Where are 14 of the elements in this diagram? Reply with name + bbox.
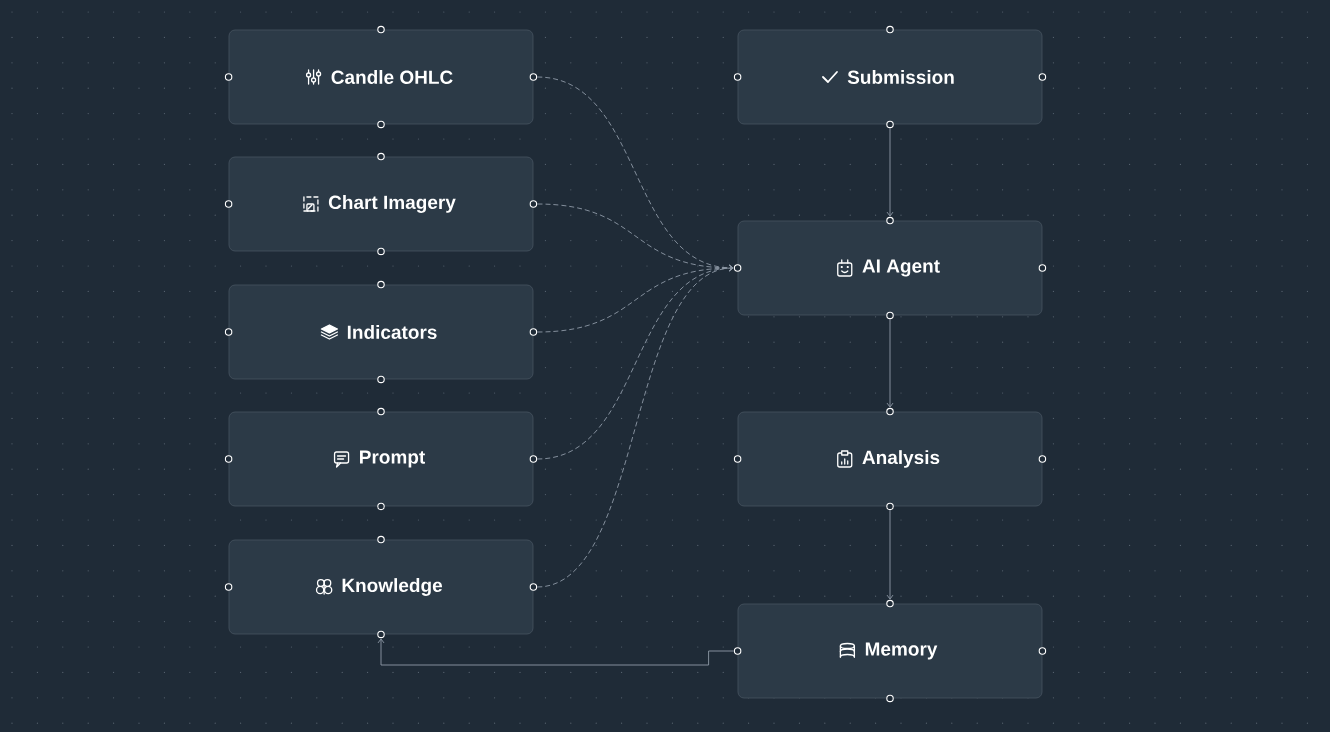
process-box: Prompt: [224, 407, 538, 511]
process-box: AI Agent: [733, 216, 1047, 320]
connector-arrow: [886, 509, 894, 600]
connector-arrow: [536, 264, 734, 588]
process-box: Analysis: [733, 407, 1047, 511]
connector-arrow: [886, 318, 894, 408]
process-box: Memory: [733, 599, 1047, 703]
process-box: Submission: [733, 25, 1047, 129]
connector-arrow: [377, 638, 735, 666]
process-box: Candle OHLC: [224, 25, 538, 129]
connector-arrow: [886, 127, 894, 217]
process-box: Indicators: [224, 280, 538, 384]
process-box: Chart Imagery: [224, 152, 538, 256]
process-box: Knowledge: [224, 535, 538, 639]
